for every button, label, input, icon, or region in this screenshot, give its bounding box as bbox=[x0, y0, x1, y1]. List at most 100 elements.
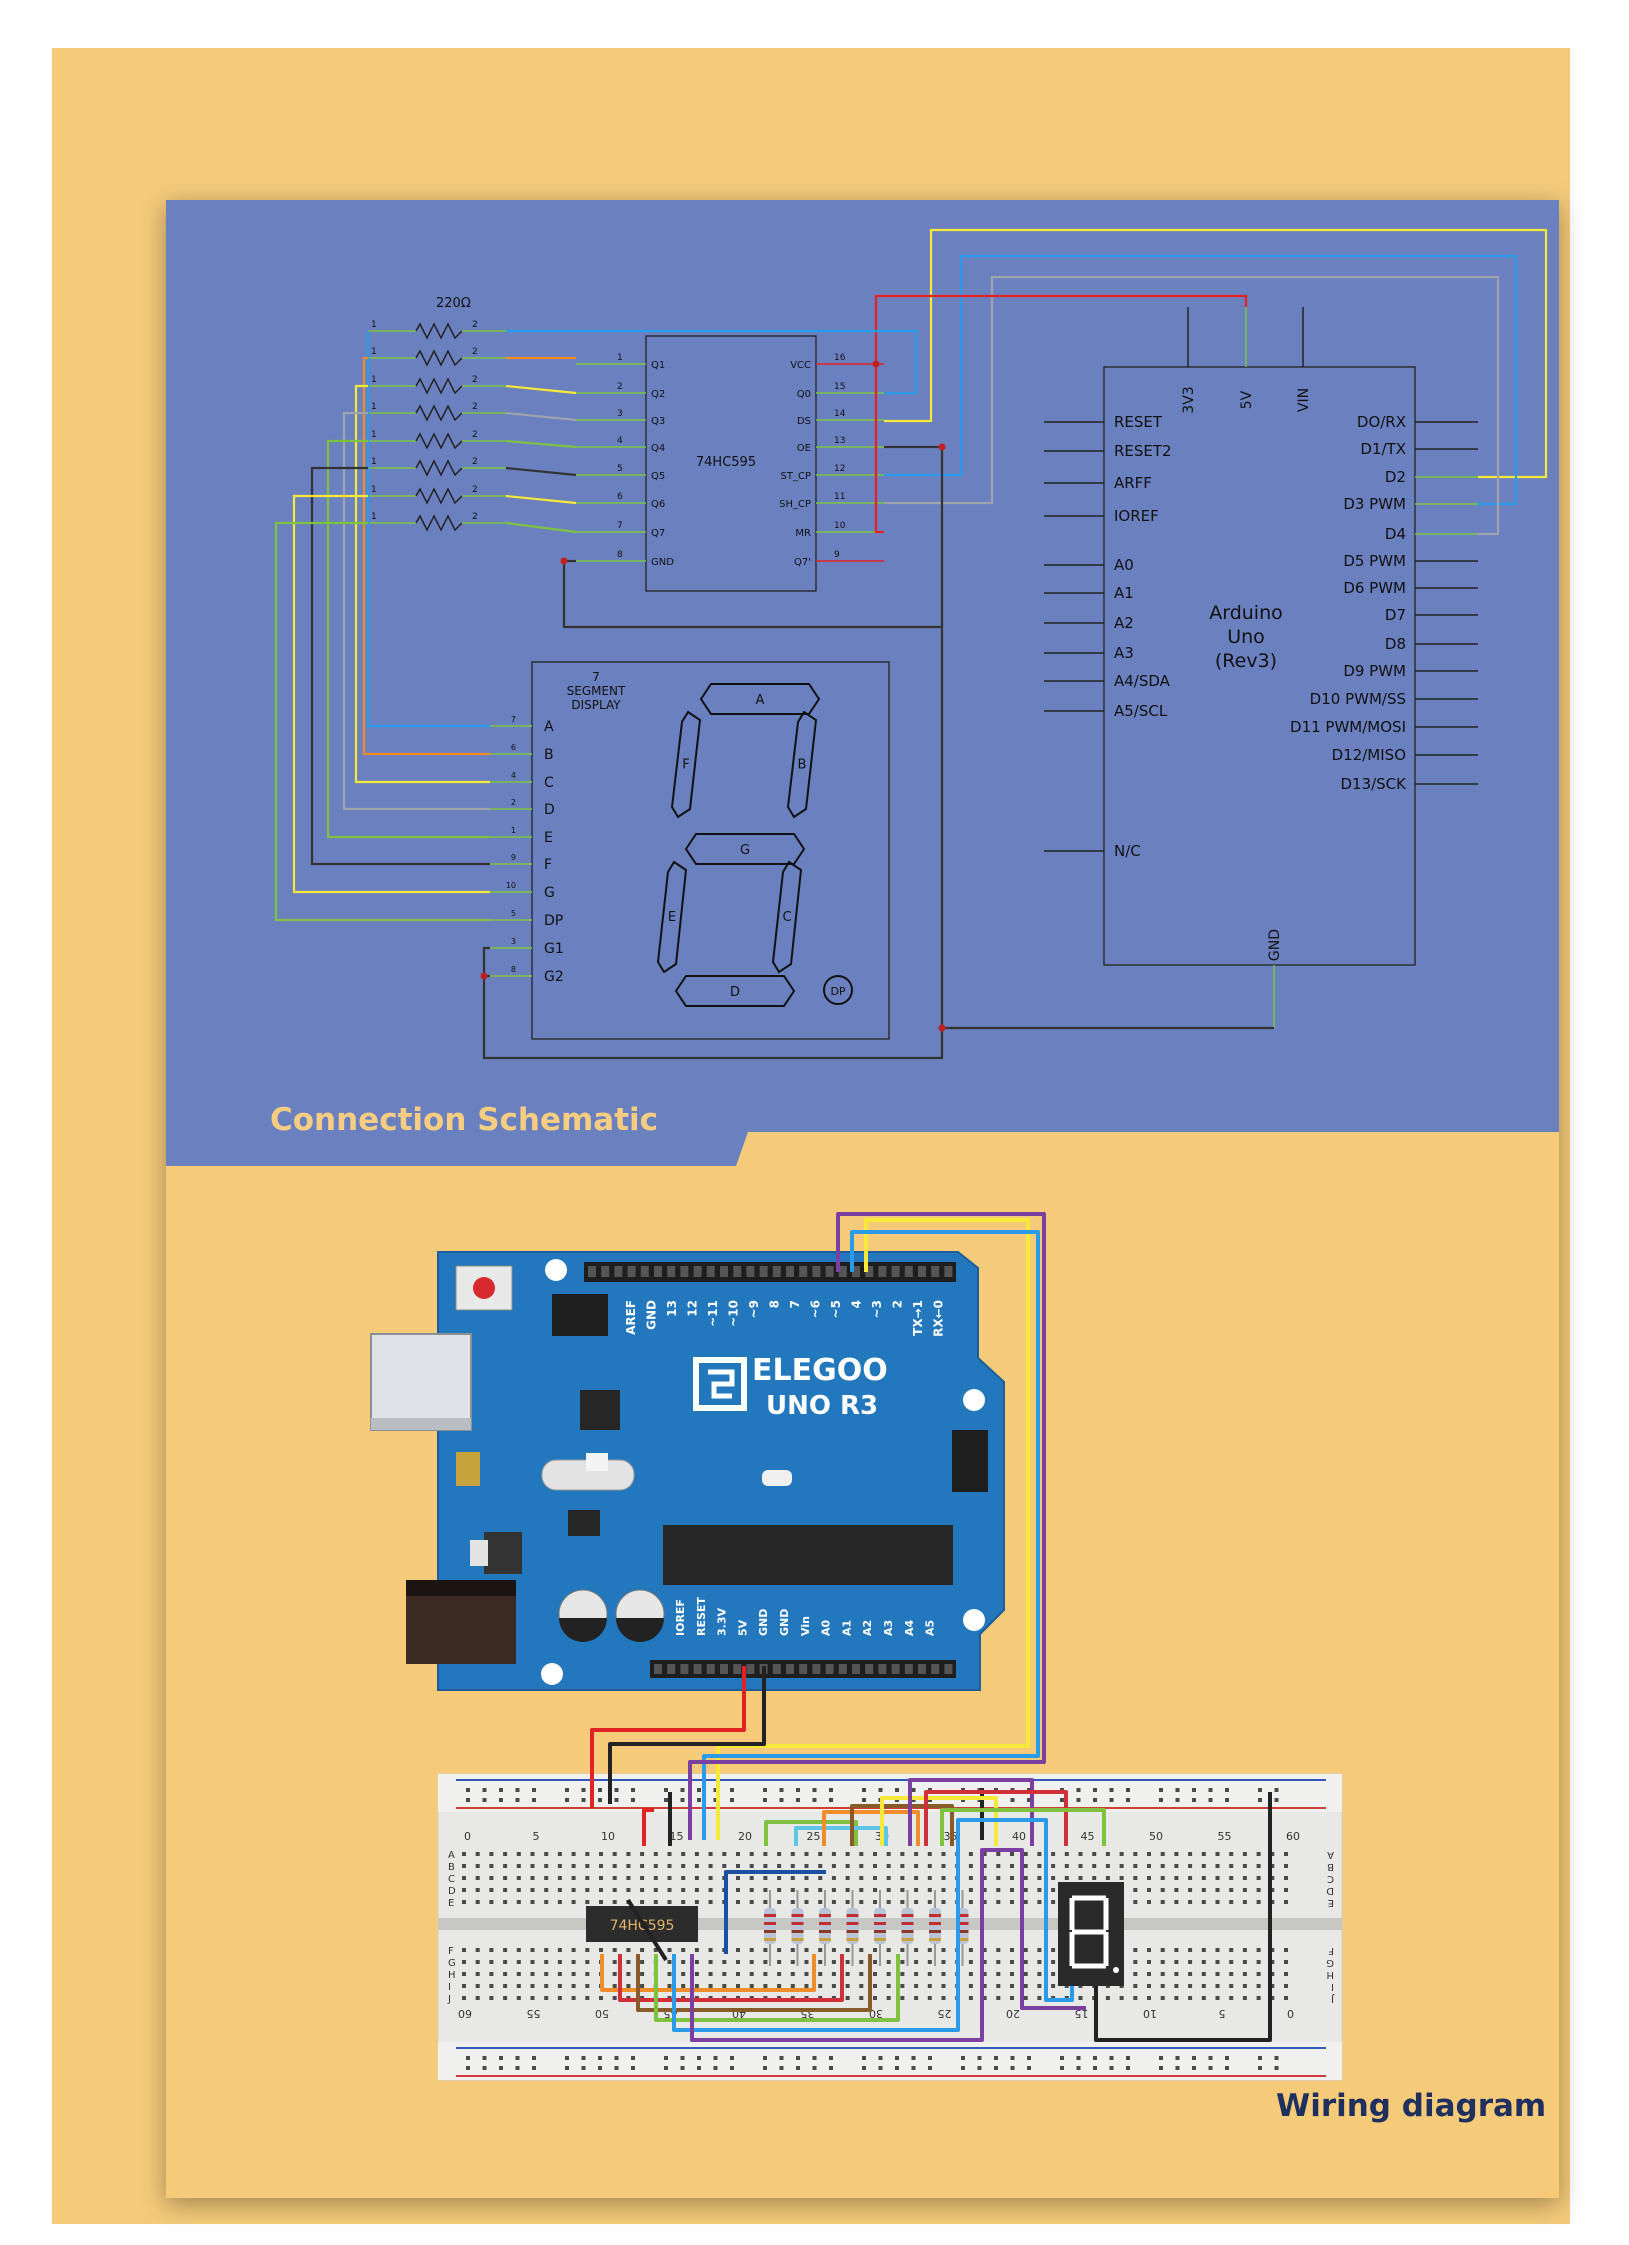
column-number: 20 bbox=[738, 1830, 752, 1843]
display-pin-number: 9 bbox=[511, 853, 516, 862]
reset-button bbox=[455, 1265, 513, 1311]
wire bbox=[342, 411, 490, 811]
segment-label: DP bbox=[830, 985, 845, 998]
digital-pin-label: ~10 bbox=[727, 1300, 741, 1327]
digital-pin-label: RX←0 bbox=[932, 1300, 946, 1337]
wire bbox=[506, 329, 918, 395]
arduino-top-pin-label: 5V bbox=[1239, 390, 1255, 409]
column-number: 60 bbox=[1286, 1830, 1300, 1843]
ic-pin-number: 13 bbox=[834, 436, 845, 446]
digital-pin-label: 13 bbox=[665, 1300, 679, 1317]
column-number: 5 bbox=[533, 1830, 540, 1843]
digital-pin-label: ~9 bbox=[747, 1300, 761, 1318]
wire bbox=[505, 466, 577, 477]
resistor-pin-1: 1 bbox=[371, 485, 377, 495]
ic-pin-number: 4 bbox=[617, 436, 623, 446]
row-letter: F bbox=[448, 1946, 454, 1957]
resistor-pin-2: 2 bbox=[472, 347, 478, 357]
power-pin-label: A5 bbox=[924, 1620, 937, 1636]
column-number: 45 bbox=[1081, 1830, 1095, 1843]
wire bbox=[505, 411, 577, 422]
power-pin-label: 5V bbox=[736, 1619, 749, 1636]
resistor-pin-2: 2 bbox=[472, 320, 478, 330]
segment-c bbox=[771, 860, 803, 974]
resistor-pin-1: 1 bbox=[371, 320, 377, 330]
ic-pin-number: 5 bbox=[617, 464, 623, 474]
wire bbox=[505, 494, 577, 505]
ic-pin-number: 3 bbox=[617, 409, 623, 419]
display-pin-label: F bbox=[544, 857, 552, 873]
arduino-right-pin-label: D6 PWM bbox=[1343, 579, 1406, 597]
atmega-chip bbox=[663, 1525, 953, 1585]
jumper-wire bbox=[940, 1808, 1106, 1846]
row-letter: C bbox=[1327, 1873, 1334, 1884]
segment-label: C bbox=[782, 910, 791, 925]
resistor-pin-1: 1 bbox=[371, 512, 377, 522]
row-letter: H bbox=[1326, 1969, 1334, 1980]
resistor-pin-2: 2 bbox=[472, 375, 478, 385]
arduino-name-line3: (Rev3) bbox=[1215, 650, 1277, 672]
wire bbox=[505, 439, 577, 449]
display-pin-label: C bbox=[544, 775, 554, 791]
column-number: 10 bbox=[601, 1830, 615, 1843]
segment-label: G bbox=[740, 843, 750, 858]
digital-pin-label: 8 bbox=[768, 1300, 782, 1308]
arduino-left-pin-label: A2 bbox=[1114, 614, 1134, 632]
ic-pin-label: Q0 bbox=[797, 389, 811, 400]
row-letter: J bbox=[447, 1994, 451, 2005]
digital-pin-label: GND bbox=[645, 1300, 659, 1330]
resistor-symbol bbox=[415, 349, 463, 367]
jumper-wire bbox=[822, 1810, 920, 1846]
segment-b bbox=[786, 710, 818, 819]
schematic-section-title: Connection Schematic bbox=[270, 1102, 659, 1138]
jumper-wire bbox=[702, 1230, 1040, 1840]
board-model: UNO R3 bbox=[766, 1391, 878, 1421]
column-number: 50 bbox=[595, 2007, 609, 2020]
wire bbox=[884, 228, 1548, 479]
jumper-wire bbox=[908, 1778, 1034, 1846]
arduino-top-pin-label: VIN bbox=[1296, 388, 1312, 412]
wire bbox=[366, 331, 490, 728]
power-pin-label: A0 bbox=[820, 1619, 833, 1636]
display-pin-number: 10 bbox=[506, 881, 516, 890]
wiring-section-title: Wiring diagram bbox=[1276, 2088, 1547, 2124]
row-letter: B bbox=[1327, 1861, 1334, 1872]
row-letter: I bbox=[1331, 1981, 1334, 1992]
arduino-name-line2: Uno bbox=[1227, 626, 1265, 648]
digital-pin-label: 7 bbox=[788, 1300, 802, 1308]
arduino-left-pin-label: A0 bbox=[1114, 556, 1134, 574]
wire bbox=[354, 384, 490, 784]
arduino-right-pin-label: D4 bbox=[1385, 525, 1406, 543]
jumper-wire bbox=[794, 1826, 888, 1846]
jumper-wire bbox=[1094, 1792, 1272, 2042]
arduino-right-pin-label: D5 PWM bbox=[1343, 552, 1406, 570]
ic-pin-label: ST_CP bbox=[781, 471, 811, 482]
ic-pin-label: Q6 bbox=[651, 499, 665, 510]
power-pin-label: GND bbox=[778, 1609, 791, 1636]
jumper-wire bbox=[850, 1804, 954, 1846]
display-pin-label: E bbox=[544, 830, 553, 846]
junction-dot bbox=[480, 972, 488, 980]
jumper-wire bbox=[672, 1818, 1074, 2032]
power-pin-label: 3.3V bbox=[716, 1608, 729, 1636]
row-letter: A bbox=[448, 1850, 455, 1861]
arduino-left-pin-label: A1 bbox=[1114, 584, 1134, 602]
digital-pin-label: 12 bbox=[686, 1300, 700, 1317]
usb-chip bbox=[580, 1390, 620, 1430]
junction-dot bbox=[560, 557, 568, 565]
digital-pin-label: ~11 bbox=[706, 1300, 720, 1327]
column-number: 60 bbox=[458, 2007, 472, 2020]
digital-pin-label: ~5 bbox=[829, 1300, 843, 1318]
ic-pin-number: 10 bbox=[834, 521, 846, 531]
jumper-wire bbox=[618, 1954, 844, 2002]
display-pin-label: DP bbox=[544, 913, 563, 929]
arduino-left-pin-label: RESET2 bbox=[1114, 442, 1172, 460]
arduino-top-pin-label: 3V3 bbox=[1181, 386, 1197, 413]
wire bbox=[274, 521, 490, 922]
segment-label: A bbox=[756, 693, 765, 708]
